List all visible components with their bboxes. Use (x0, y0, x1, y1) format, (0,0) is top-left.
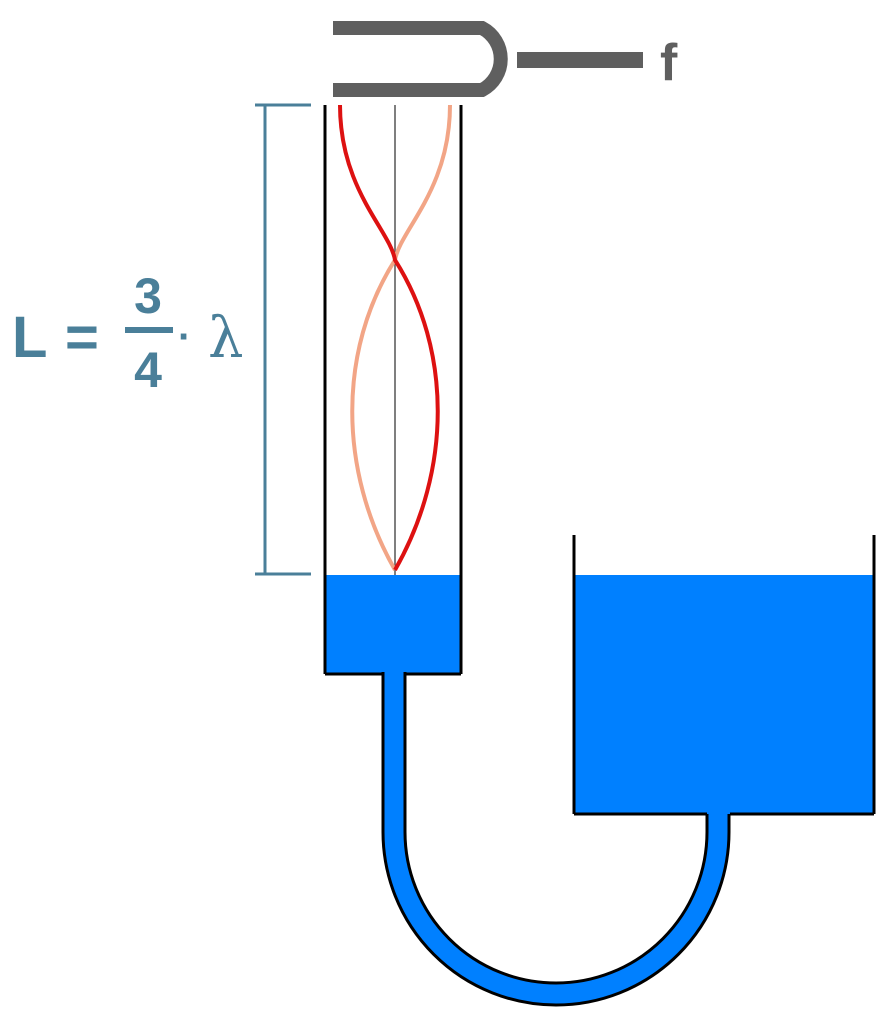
frequency-label: f (660, 34, 678, 92)
multiply-dot: · (178, 315, 191, 359)
standing-wave-light (350, 104, 452, 571)
wavelength-symbol: λ (208, 306, 244, 371)
standing-wave-dark (338, 104, 440, 571)
fraction-denominator: 4 (134, 342, 162, 398)
fraction-numerator: 3 (134, 268, 162, 324)
length-formula: L = 3 4 · λ (12, 268, 244, 398)
tube-water (325, 575, 461, 674)
fraction-bar (125, 327, 173, 333)
resonance-tube (323, 105, 463, 676)
reservoir-water (574, 575, 874, 814)
length-symbol: L (12, 305, 47, 370)
reservoir (572, 535, 876, 816)
tuning-fork-icon (333, 21, 643, 97)
length-bracket (255, 103, 311, 576)
connecting-hose (381, 672, 731, 1007)
equals-sign: = (65, 305, 99, 370)
tuning-fork-prongs (333, 21, 508, 97)
